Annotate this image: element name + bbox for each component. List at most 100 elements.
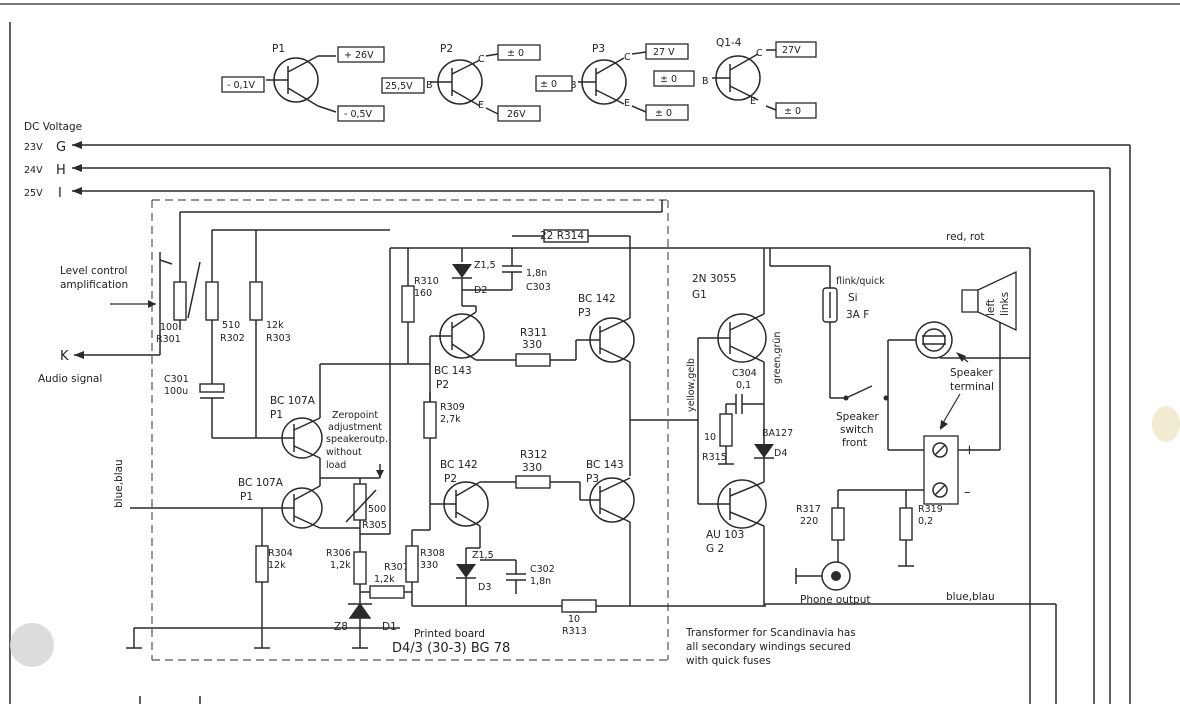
- input-wire-blue: blue,blau: [113, 459, 125, 508]
- speaker-label-links: links: [999, 292, 1011, 316]
- r317-resistor: [831, 507, 845, 541]
- r319-resistor: [899, 507, 913, 541]
- legend-p3-emitter-voltage: ± 0: [655, 108, 672, 119]
- switch-line3: front: [842, 437, 867, 449]
- paper-stain: [1152, 406, 1180, 442]
- note-line1: Transformer for Scandinavia has: [685, 627, 856, 639]
- legend-p1-emitter-voltage: - 0,5V: [344, 109, 373, 120]
- r311-value: 330: [522, 339, 542, 351]
- r304-value: 12k: [268, 560, 286, 571]
- r302-value: 510: [222, 320, 240, 331]
- dc-voltage-title: DC Voltage: [24, 121, 82, 133]
- legend-p3-pin-b: B: [570, 80, 577, 91]
- t6-ref: P3: [586, 473, 599, 485]
- output-stage: 2N 3055 G1 yellow,gelb green,grün C304 0…: [686, 231, 1057, 704]
- note-line2: all secondary windings secured: [686, 641, 851, 653]
- q1-ref: G1: [692, 289, 707, 301]
- fuse-si: Si: [848, 292, 858, 304]
- t4-type: BC 142: [440, 459, 478, 471]
- r304-ref: R304: [268, 548, 293, 559]
- legend-p3-pin-e: E: [624, 98, 630, 109]
- r315-ref: R315: [702, 452, 727, 463]
- zeropoint-line3: speakeroutp.: [326, 434, 388, 445]
- r305-ref: R305: [362, 520, 387, 531]
- printed-board-outline: Printed board D4/3 (30-3) BG 78: [151, 199, 669, 661]
- r310-ref: R310: [414, 276, 439, 287]
- r313-resistor: [561, 599, 597, 613]
- r307-value: 1,2k: [374, 574, 395, 585]
- legend-p2-name: P2: [440, 43, 453, 55]
- legend-p3-base-voltage: ± 0: [540, 79, 557, 90]
- legend-q14-pin-c: C: [756, 48, 763, 59]
- c303-ref: C303: [526, 282, 551, 293]
- r309-resistor: [423, 401, 437, 439]
- t3-ref: P2: [436, 379, 449, 391]
- legend-p3-pin-c: C: [624, 52, 631, 63]
- c301-value: 100u: [164, 386, 188, 397]
- r312-ref: R312: [520, 449, 547, 461]
- zeropoint-line5: load: [326, 460, 346, 471]
- r310-value: 160: [414, 288, 432, 299]
- r305-value: 500: [368, 504, 386, 515]
- legend-p2-pin-e: E: [478, 100, 484, 111]
- wire-blue-output: blue,blau: [946, 591, 995, 603]
- t6-type: BC 143: [586, 459, 624, 471]
- r307-ref: R307: [384, 562, 409, 573]
- wire-green: green,grün: [772, 332, 783, 384]
- legend-p2-collector-voltage: ± 0: [507, 48, 524, 59]
- input-k-letter: K: [60, 349, 69, 364]
- r315-value: 10: [704, 432, 716, 443]
- r302-resistor: [205, 281, 219, 321]
- r303-ref: R303: [266, 333, 291, 344]
- level-control-label: Level control: [60, 265, 127, 277]
- q1-type: 2N 3055: [692, 273, 737, 285]
- legend-p2-pin-c: C: [478, 54, 485, 65]
- phone-output-label: Phone output: [800, 594, 871, 606]
- transformer-note: Transformer for Scandinavia has all seco…: [685, 627, 856, 667]
- speaker-terminal-line2: terminal: [950, 381, 994, 393]
- r307-resistor: [369, 585, 405, 599]
- d2-zener: [452, 264, 472, 278]
- r303-value: 12k: [266, 320, 284, 331]
- r311-resistor: [515, 353, 551, 367]
- r301-value: 100: [160, 322, 178, 333]
- r317-value: 220: [800, 516, 818, 527]
- rail-i-letter: I: [58, 186, 62, 201]
- r319-value: 0,2: [918, 516, 933, 527]
- page-frame: [0, 3, 1180, 704]
- c303-value: 1,8n: [526, 268, 547, 279]
- printed-board-id: D4/3 (30-3) BG 78: [392, 641, 510, 656]
- r308-value: 330: [420, 560, 438, 571]
- t5-ref: P3: [578, 307, 591, 319]
- d4-type: BA127: [762, 428, 793, 439]
- zeropoint-line1: Zeropoint: [332, 410, 378, 421]
- r301-potentiometer: [173, 281, 187, 321]
- q2-ref: G 2: [706, 543, 724, 555]
- legend-p3: P3 C B E 27 V ± 0 ± 0: [535, 43, 689, 121]
- rail-h-letter: H: [56, 163, 66, 178]
- amplification-label: amplification: [60, 279, 128, 291]
- legend-p2-base-voltage: 25,5V: [385, 81, 413, 92]
- t5-type: BC 142: [578, 293, 616, 305]
- speaker-plug: [915, 321, 953, 359]
- legend-p3-name: P3: [592, 43, 605, 55]
- legend-q1-4: Q1-4 C B E 27V ± 0 ± 0: [653, 37, 817, 119]
- rail-g-voltage: 23V: [24, 142, 43, 153]
- r312-resistor: [515, 475, 551, 489]
- d1-label: D1: [382, 621, 397, 633]
- r317-ref: R317: [796, 504, 821, 515]
- voltage-legend: P1 + 26V - 0,1V - 0,5V P2 C B E: [221, 37, 817, 122]
- r309-value: 2,7k: [440, 414, 461, 425]
- t4-ref: P2: [444, 473, 457, 485]
- legend-p2-pin-b: B: [426, 80, 433, 91]
- r312-value: 330: [522, 462, 542, 474]
- r306-value: 1,2k: [330, 560, 351, 571]
- legend-p2-emitter-voltage: 26V: [507, 109, 526, 120]
- switch-line1: Speaker: [836, 411, 879, 423]
- legend-p1-collector-voltage: + 26V: [344, 50, 374, 61]
- legend-q14-pin-b: B: [702, 76, 709, 87]
- z8-zener: [348, 602, 372, 619]
- c301-capacitor: [199, 383, 225, 393]
- r301-ref: R301: [156, 334, 181, 345]
